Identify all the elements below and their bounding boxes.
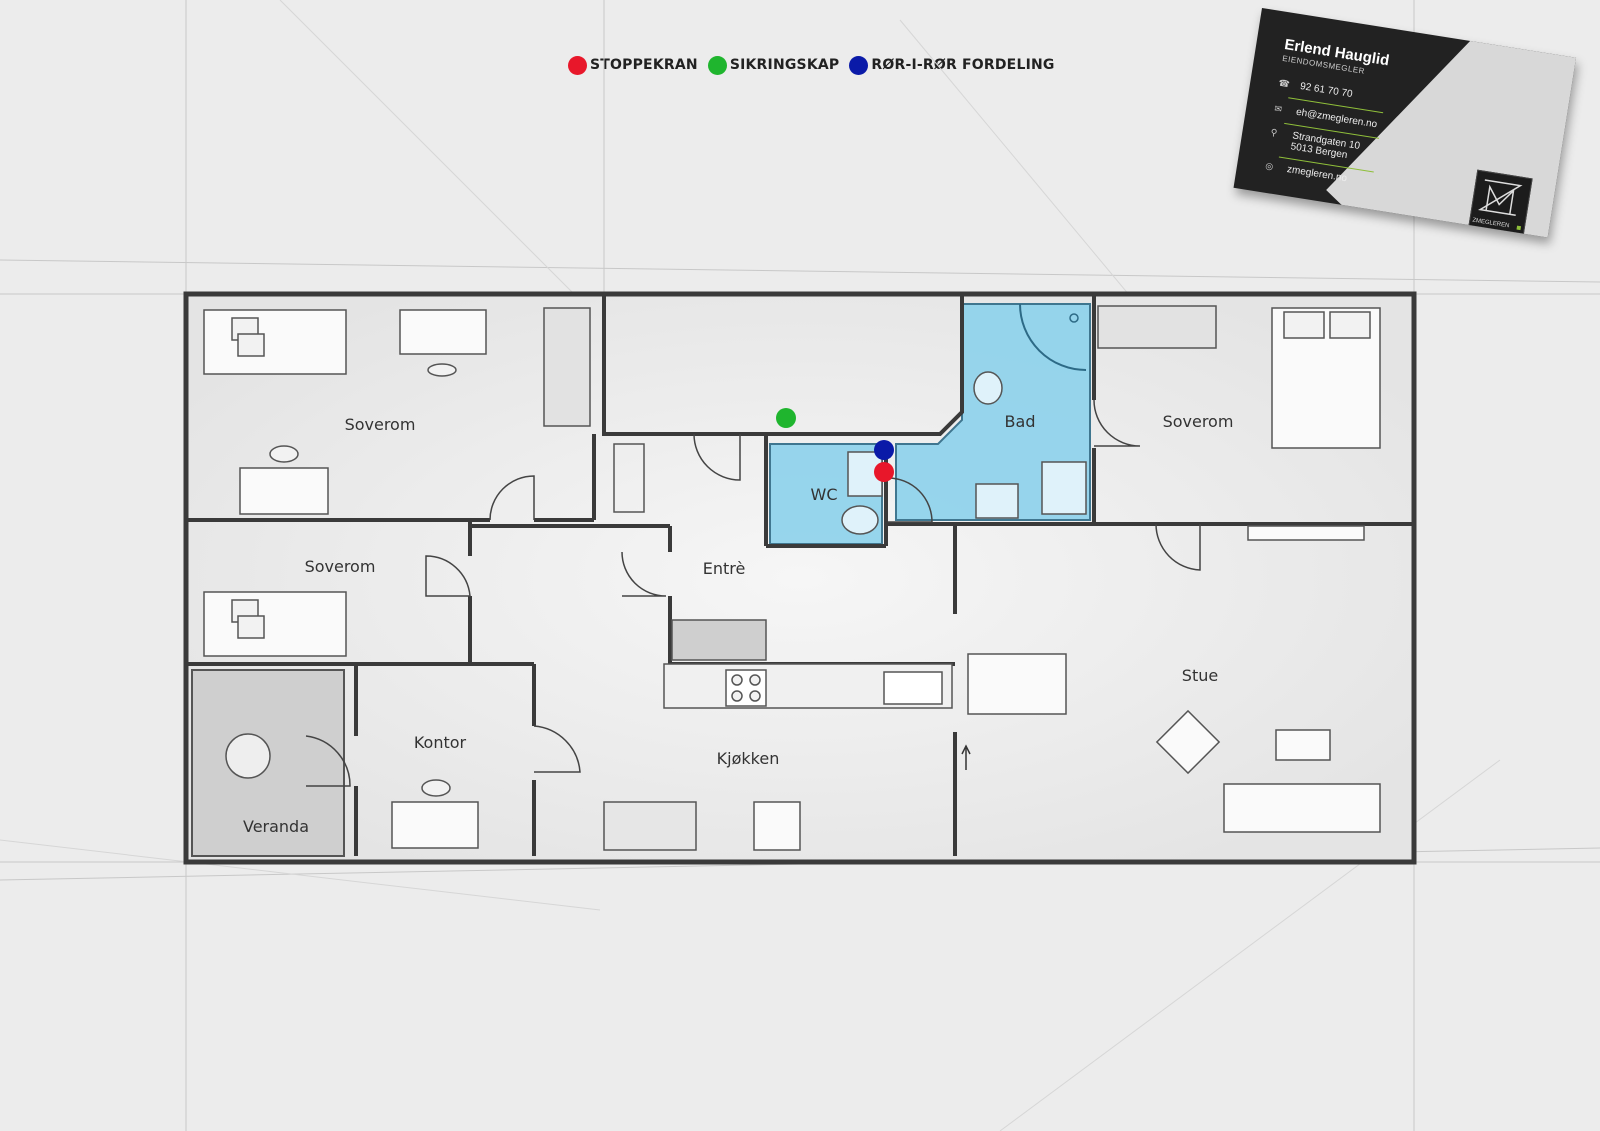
label-kontor: Kontor [414, 733, 467, 752]
card-address: Strandgaten 10 5013 Bergen [1290, 130, 1361, 162]
zmegleren-logo: ZMEGLEREN [1468, 169, 1533, 236]
location-icon: ⚲ [1269, 126, 1279, 138]
legend-item-sikringskap: SIKRINGSKAP [707, 55, 840, 75]
card-phone: 92 61 70 70 [1299, 81, 1354, 101]
room-labels: Soverom Soverom Soverom Bad WC Entrè Kon… [243, 412, 1233, 836]
stoppekran-marker [874, 462, 894, 482]
label-kjokken: Kjøkken [717, 749, 780, 768]
label-soverom-1: Soverom [345, 415, 416, 434]
doors [305, 399, 1201, 787]
globe-icon: ◎ [1264, 160, 1274, 172]
blue-dot-icon [849, 55, 869, 75]
entry-arrow-icon [961, 744, 971, 770]
zm-logo-icon [1477, 179, 1523, 216]
card-email-row: ✉ eh@zmegleren.no [1274, 103, 1378, 130]
sikringskap-marker [776, 408, 796, 428]
legend-label-stoppekran: STOPPEKRAN [590, 57, 698, 73]
label-stue: Stue [1182, 666, 1218, 685]
building-outline [183, 291, 1417, 865]
legend-label-ror-i-ror: RØR-I-RØR FORDELING [871, 57, 1055, 73]
label-soverom-2: Soverom [305, 557, 376, 576]
mail-icon: ✉ [1273, 103, 1283, 115]
furniture [203, 305, 1381, 851]
business-card: Erlend Hauglid EIENDOMSMEGLER ☎ 92 61 70… [1233, 8, 1577, 238]
green-dot-icon [707, 55, 727, 75]
logo-accent [1516, 225, 1522, 231]
label-soverom-3: Soverom [1163, 412, 1234, 431]
label-wc: WC [811, 485, 838, 504]
red-dot-icon [568, 55, 587, 75]
phone-icon: ☎ [1277, 77, 1291, 90]
card-web-row: ◎ zmegleren.no [1264, 160, 1348, 185]
interior-walls [186, 294, 1412, 856]
ror-i-ror-marker [874, 440, 894, 460]
shower-icon [1019, 303, 1087, 371]
label-entre: Entrè [703, 559, 746, 578]
legend: STOPPEKRAN SIKRINGSKAP RØR-I-RØR FORDELI… [568, 54, 1059, 76]
label-veranda: Veranda [243, 817, 309, 836]
legend-item-ror-i-ror: RØR-I-RØR FORDELING [849, 55, 1055, 75]
legend-item-stoppekran: STOPPEKRAN [568, 55, 698, 75]
label-bad: Bad [1005, 412, 1036, 431]
legend-label-sikringskap: SIKRINGSKAP [729, 57, 840, 73]
